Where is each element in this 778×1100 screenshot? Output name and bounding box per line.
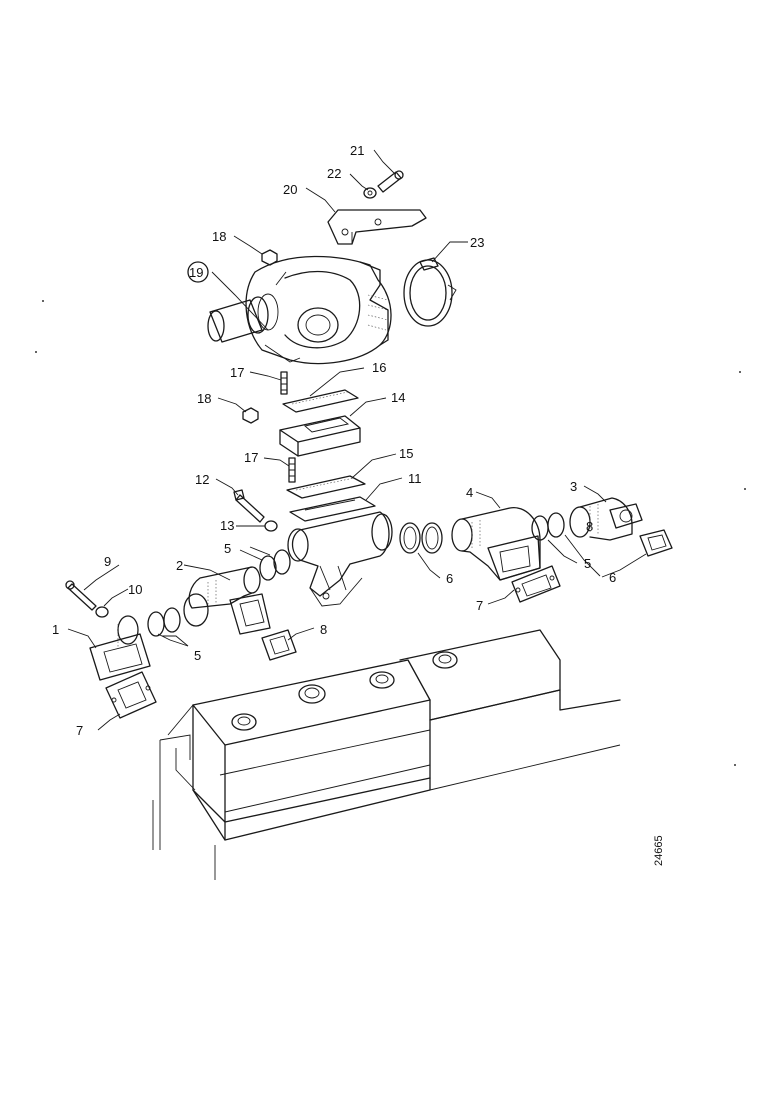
callout-5-right: 5: [584, 556, 591, 571]
callout-18-upper: 18: [212, 229, 226, 244]
scan-specks: [35, 300, 746, 766]
seal-ring-6: [421, 522, 443, 554]
callout-6-far-right: 6: [609, 570, 616, 585]
callout-6-right: 6: [446, 571, 453, 586]
seal-ring-5: [259, 555, 277, 581]
callout-7-left: 7: [76, 723, 83, 738]
stud-17-lower: [288, 457, 296, 483]
callout-17-upper: 17: [230, 365, 244, 380]
seal-ring-5: [547, 512, 565, 538]
stud-9: [65, 580, 97, 611]
stud-17-upper: [280, 371, 288, 395]
gasket-8-right: [639, 529, 673, 557]
engine-block: [152, 629, 621, 880]
leader-lines: [67, 149, 647, 731]
callout-2: 2: [176, 558, 183, 573]
callout-19: 19: [189, 265, 203, 280]
bracket: [327, 209, 427, 245]
callout-12: 12: [195, 472, 209, 487]
valve-cover-plug: [231, 713, 257, 731]
callout-20: 20: [283, 182, 297, 197]
manifold-center: [287, 511, 393, 607]
manifold-end-3: [569, 497, 643, 541]
callout-5-center: 5: [224, 541, 231, 556]
gasket-15: [286, 475, 366, 499]
seal-ring-5: [273, 549, 291, 575]
washer-13: [264, 520, 278, 532]
seal-ring-5: [163, 607, 181, 633]
callout-17-lower: 17: [244, 450, 258, 465]
bolt-12: [233, 489, 265, 523]
washer-22: [363, 187, 377, 199]
callout-10: 10: [128, 582, 142, 597]
bolt-21: [377, 170, 404, 193]
seal-ring-5: [147, 611, 165, 637]
callout-4: 4: [466, 485, 473, 500]
callout-8-center: 8: [320, 622, 327, 637]
callout-7-center: 7: [476, 598, 483, 613]
valve-cover-plug: [298, 684, 326, 704]
gasket-7-center: [511, 565, 561, 603]
valve-cover-plug: [369, 671, 395, 689]
callout-11: 11: [408, 471, 422, 486]
callout-13: 13: [220, 518, 234, 533]
callout-18-lower: 18: [197, 391, 211, 406]
callout-22: 22: [327, 166, 341, 181]
callout-9: 9: [104, 554, 111, 569]
callout-labels: 21 22 20 18 23 19 17 16 18 14 17 15 12 1…: [52, 143, 616, 738]
turbocharger: [187, 255, 392, 365]
callout-3: 3: [570, 479, 577, 494]
gasket-7-left: [105, 671, 157, 719]
callout-5-left: 5: [194, 648, 201, 663]
callout-21: 21: [350, 143, 364, 158]
callout-16: 16: [372, 360, 386, 375]
v-band-clamp: [403, 257, 457, 327]
manifold-end-1: [89, 615, 151, 681]
nut-18-upper: [261, 249, 278, 266]
nut-18-lower: [242, 407, 259, 424]
valve-cover-plug: [432, 651, 458, 669]
callout-14: 14: [391, 390, 405, 405]
manifold-section-4: [451, 507, 541, 581]
gasket-16: [282, 389, 359, 413]
callout-23: 23: [470, 235, 484, 250]
gasket-8-left: [261, 629, 297, 661]
callout-15: 15: [399, 446, 413, 461]
figure-number: 24665: [653, 835, 665, 866]
callout-8-right: 8: [586, 519, 593, 534]
callout-1: 1: [52, 622, 59, 637]
nut-10: [95, 606, 109, 618]
seal-ring-6: [399, 522, 421, 554]
manifold-section-2: [183, 566, 271, 635]
adapter-14: [279, 415, 361, 457]
flange-11: [289, 496, 376, 522]
